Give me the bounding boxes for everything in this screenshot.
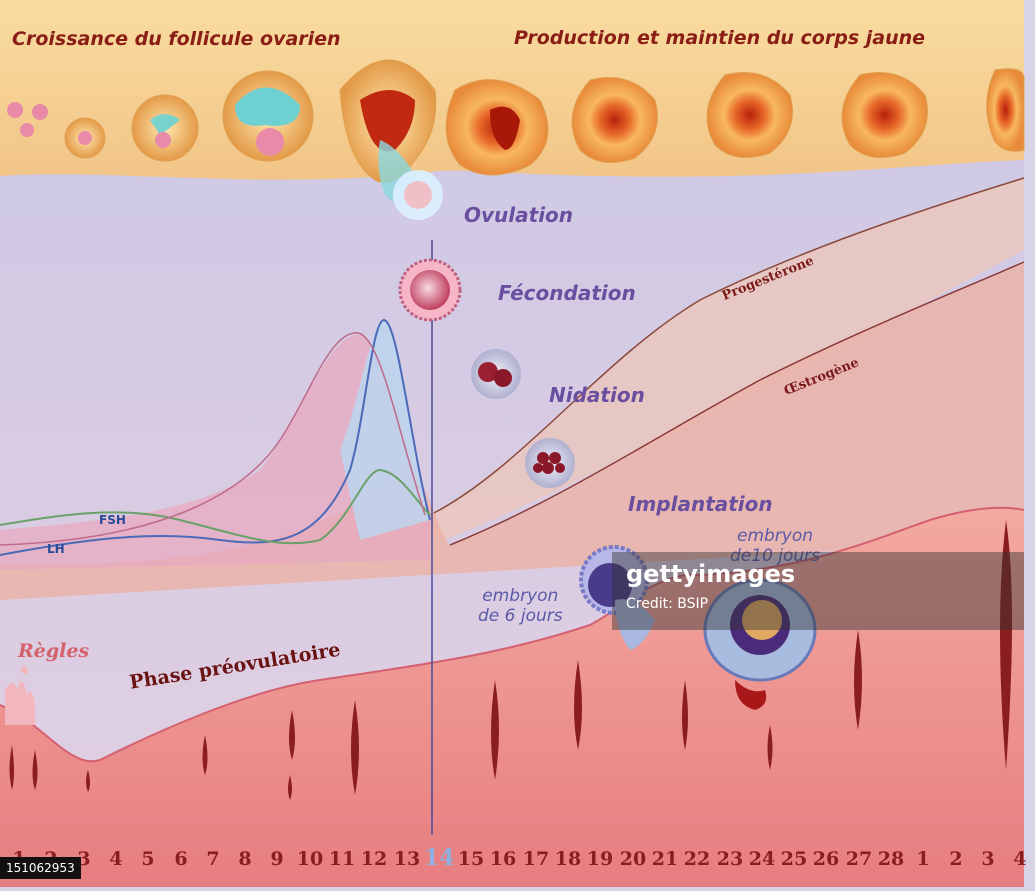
embryo-6-line1: embryon [482, 586, 559, 606]
secondary-follicle [131, 94, 199, 162]
day-tick-label: 21 [651, 848, 679, 870]
watermark-credit: Credit: BSIP [626, 596, 709, 612]
day-tick-label: 4 [1013, 848, 1027, 870]
label-embryo-10-days: embryon de10 jours [730, 526, 820, 566]
day-tick-label: 18 [554, 848, 582, 870]
lh-peak-area [0, 334, 430, 570]
corpus-luteum-2 [706, 72, 793, 158]
progesterone-area [430, 178, 1024, 545]
antral-follicle [222, 70, 314, 162]
day-tick-label: 6 [174, 848, 188, 870]
day-tick-label: 12 [360, 848, 388, 870]
title-follicle-growth: Croissance du follicule ovarien [12, 28, 341, 50]
fsh-curve [0, 468, 431, 545]
day-tick-label: 2 [949, 848, 963, 870]
oestrogene-area [0, 262, 1024, 600]
day-tick-label: 23 [716, 848, 744, 870]
two-cell-embryo [471, 349, 521, 399]
label-fsh: FSH [99, 513, 126, 527]
label-implantation: Implantation [628, 492, 773, 516]
morula [525, 438, 575, 488]
ovulated-oocyte [393, 170, 443, 220]
day-tick-label: 17 [522, 848, 550, 870]
day-tick-label: 22 [683, 848, 711, 870]
day-tick-label: 14 [424, 845, 455, 871]
corpus-luteum-3 [841, 72, 928, 158]
label-embryo-6-days: embryon de 6 jours [478, 586, 563, 626]
day-tick-label: 1 [916, 848, 930, 870]
corpus-luteum-4 [986, 68, 1025, 152]
embryo-10-line2: de10 jours [730, 546, 821, 566]
day-tick-label: 19 [586, 848, 614, 870]
title-corpus-luteum: Production et maintien du corps jaune [514, 27, 926, 49]
day-tick-label: 5 [141, 848, 155, 870]
embryo-6-days [579, 545, 655, 650]
progesterone-curve [429, 177, 1025, 516]
embryo-6-line2: de 6 jours [478, 606, 563, 626]
day-tick-label: 3 [981, 848, 995, 870]
label-lh: LH [47, 542, 65, 556]
primary-follicle [64, 117, 106, 159]
day-tick-label: 8 [238, 848, 252, 870]
day-tick-label: 20 [619, 848, 647, 870]
label-regles: Règles [18, 640, 90, 662]
corpus-luteum-forming [445, 79, 549, 176]
day-tick-label: 24 [748, 848, 776, 870]
pink-peak-outline [0, 332, 426, 546]
lh-curve [0, 318, 431, 556]
day-tick-label: 16 [489, 848, 517, 870]
day-tick-label: 7 [206, 848, 220, 870]
day-tick-label: 9 [270, 848, 284, 870]
label-ovulation: Ovulation [464, 203, 574, 227]
day-tick-label: 26 [812, 848, 840, 870]
uterine-glands [9, 520, 1012, 800]
primordial-follicles [7, 102, 48, 137]
day-tick-label: 11 [328, 848, 356, 870]
label-nidation: Nidation [549, 383, 645, 407]
day-tick-label: 13 [393, 848, 421, 870]
day-tick-label: 28 [877, 848, 905, 870]
watermark-brand: gettyimages [626, 560, 796, 588]
day-tick-label: 27 [845, 848, 873, 870]
embryo-10-line1: embryon [736, 526, 814, 546]
day-tick-label: 25 [780, 848, 808, 870]
menstrual-fragments [5, 666, 35, 725]
fertilized-egg [398, 258, 462, 322]
day-tick-label: 15 [457, 848, 485, 870]
uterine-wall-edge [0, 506, 1025, 763]
watermark-overlay: gettyimages Credit: BSIP [612, 552, 1024, 630]
oestrogene-curve [449, 261, 1025, 546]
label-fecondation: Fécondation [498, 281, 636, 305]
embryo-10-days [703, 578, 817, 710]
image-id-badge: 151062953 [0, 857, 81, 879]
day-tick-label: 4 [109, 848, 123, 870]
day-tick-label: 10 [296, 848, 324, 870]
corpus-luteum-1 [571, 77, 658, 163]
